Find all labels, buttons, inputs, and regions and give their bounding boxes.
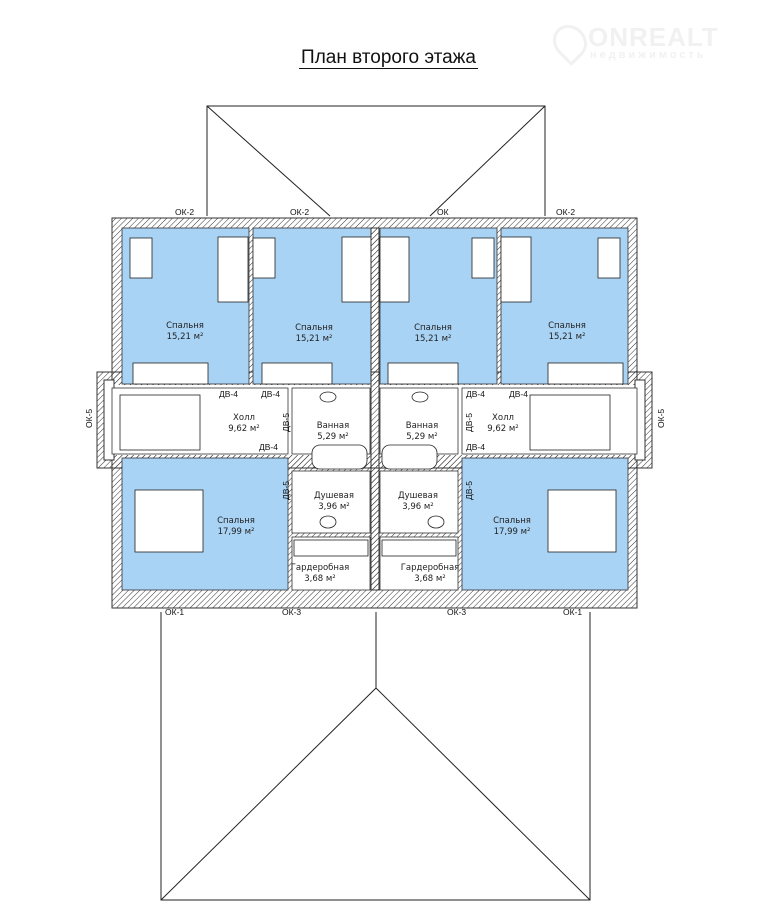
door-tags: ДВ-4 ДВ-4 ДВ-4 ДВ-4 ДВ-4 ДВ-4 ДВ-5 ДВ-5 … bbox=[219, 389, 528, 500]
svg-text:ОК: ОК bbox=[437, 207, 449, 217]
svg-text:17,99 м²: 17,99 м² bbox=[218, 527, 255, 537]
svg-text:ОК-3: ОК-3 bbox=[282, 607, 301, 617]
furniture bbox=[119, 236, 624, 557]
svg-text:ДВ-4: ДВ-4 bbox=[261, 389, 280, 399]
svg-text:Душевая: Душевая bbox=[398, 491, 438, 501]
svg-text:ОК-1: ОК-1 bbox=[563, 607, 582, 617]
svg-text:5,29 м²: 5,29 м² bbox=[406, 432, 437, 442]
svg-text:Гардеробная: Гардеробная bbox=[291, 563, 350, 573]
svg-text:Холл: Холл bbox=[492, 413, 514, 423]
svg-text:ДВ-4: ДВ-4 bbox=[259, 442, 278, 452]
svg-text:5,29 м²: 5,29 м² bbox=[317, 432, 348, 442]
roof-top bbox=[206, 105, 546, 217]
svg-text:3,96 м²: 3,96 м² bbox=[402, 502, 433, 512]
svg-text:Гардеробная: Гардеробная bbox=[401, 563, 460, 573]
svg-text:ДВ-4: ДВ-4 bbox=[219, 389, 238, 399]
svg-text:Ванная: Ванная bbox=[406, 421, 438, 431]
svg-text:3,96 м²: 3,96 м² bbox=[318, 502, 349, 512]
svg-text:Душевая: Душевая bbox=[314, 491, 354, 501]
svg-text:9,62 м²: 9,62 м² bbox=[228, 424, 259, 434]
svg-text:Холл: Холл bbox=[233, 413, 255, 423]
svg-text:Спальня: Спальня bbox=[548, 321, 586, 331]
svg-text:Ванная: Ванная bbox=[317, 421, 349, 431]
svg-text:3,68 м²: 3,68 м² bbox=[304, 574, 335, 584]
svg-text:Спальня: Спальня bbox=[295, 323, 333, 333]
svg-text:9,62 м²: 9,62 м² bbox=[487, 424, 518, 434]
svg-text:Спальня: Спальня bbox=[166, 321, 204, 331]
svg-text:ОК-3: ОК-3 bbox=[447, 607, 466, 617]
svg-text:ОК-2: ОК-2 bbox=[556, 207, 575, 217]
svg-text:ОК-1: ОК-1 bbox=[165, 607, 184, 617]
svg-text:Спальня: Спальня bbox=[493, 516, 531, 526]
svg-text:ДВ-5: ДВ-5 bbox=[464, 481, 474, 500]
svg-text:ДВ-4: ДВ-4 bbox=[466, 389, 485, 399]
svg-text:ОК-2: ОК-2 bbox=[175, 207, 194, 217]
svg-text:ОК-5: ОК-5 bbox=[84, 409, 94, 428]
svg-text:15,21 м²: 15,21 м² bbox=[167, 332, 204, 342]
window-tags: ОК-2 ОК-2 ОК ОК-2 ОК-1 ОК-3 ОК-3 ОК-1 ОК… bbox=[84, 207, 666, 617]
svg-text:15,21 м²: 15,21 м² bbox=[415, 334, 452, 344]
svg-text:ДВ-4: ДВ-4 bbox=[466, 442, 485, 452]
svg-text:15,21 м²: 15,21 м² bbox=[296, 334, 333, 344]
svg-text:Спальня: Спальня bbox=[217, 516, 255, 526]
svg-text:15,21 м²: 15,21 м² bbox=[549, 332, 586, 342]
svg-text:ДВ-4: ДВ-4 bbox=[509, 389, 528, 399]
svg-text:3,68 м²: 3,68 м² bbox=[414, 574, 445, 584]
svg-text:ДВ-5: ДВ-5 bbox=[281, 481, 291, 500]
svg-text:ДВ-5: ДВ-5 bbox=[464, 413, 474, 432]
svg-text:ОК-2: ОК-2 bbox=[290, 207, 309, 217]
page-title: План второго этажа bbox=[299, 47, 478, 69]
svg-text:ДВ-5: ДВ-5 bbox=[281, 413, 291, 432]
roof-bottom bbox=[160, 612, 591, 901]
party-wall bbox=[370, 227, 380, 591]
svg-text:ОК-5: ОК-5 bbox=[656, 409, 666, 428]
svg-text:Спальня: Спальня bbox=[414, 323, 452, 333]
svg-text:17,99 м²: 17,99 м² bbox=[494, 527, 531, 537]
